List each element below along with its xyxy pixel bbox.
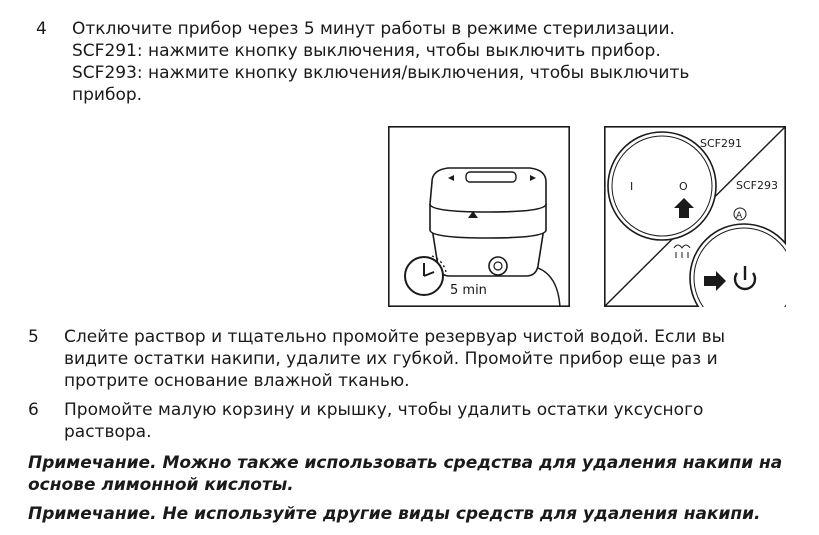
step-line: SCF291: нажмите кнопку выключения, чтобы… bbox=[72, 41, 661, 61]
step-number: 6 bbox=[28, 400, 39, 420]
power-icon bbox=[733, 266, 757, 291]
control-panel-illustration: I O SCF291 SCF293 A bbox=[604, 126, 786, 307]
arrow-up-icon bbox=[674, 198, 694, 218]
note-other-descalers: Примечание. Не используйте другие виды с… bbox=[28, 503, 760, 525]
step-text: Отключите прибор через 5 минут работы в … bbox=[72, 18, 689, 106]
timer-label: 5 min bbox=[450, 283, 487, 298]
dial-off-mark: I bbox=[630, 180, 633, 193]
step-line: видите остатки накипи, удалите их губкой… bbox=[64, 349, 718, 369]
step-line: Слейте раствор и тщательно промойте резе… bbox=[64, 327, 726, 347]
note-line: Примечание. Не используйте другие виды с… bbox=[28, 504, 761, 524]
step-line: SCF293: нажмите кнопку включения/выключе… bbox=[72, 63, 690, 83]
step-line: Промойте малую корзину и крышку, чтобы у… bbox=[64, 400, 704, 420]
step-text: Промойте малую корзину и крышку, чтобы у… bbox=[64, 399, 703, 443]
model-label-scf293: SCF293 bbox=[736, 179, 778, 192]
timer-icon bbox=[404, 255, 447, 296]
auto-mark: A bbox=[736, 211, 743, 221]
arrow-right-icon bbox=[704, 271, 726, 291]
step-line: протрите основание влажной тканью. bbox=[64, 371, 410, 391]
model-label-scf291: SCF291 bbox=[700, 137, 742, 150]
steam-icon bbox=[673, 244, 691, 258]
step-text: Слейте раствор и тщательно промойте резе… bbox=[64, 326, 725, 392]
step-line: Отключите прибор через 5 минут работы в … bbox=[72, 19, 675, 39]
step-line: раствора. bbox=[64, 422, 152, 442]
step-number: 4 bbox=[36, 19, 47, 39]
scf293-button bbox=[689, 223, 786, 307]
step-number: 5 bbox=[28, 327, 39, 347]
note-line: основе лимонной кислоты. bbox=[28, 475, 294, 495]
note-citric-acid: Примечание. Можно также использовать сре… bbox=[28, 452, 782, 496]
note-line: Примечание. Можно также использовать сре… bbox=[28, 453, 783, 473]
dial-on-mark: O bbox=[679, 180, 688, 193]
sterilizer-illustration: 5 min bbox=[388, 126, 570, 307]
step-line: прибор. bbox=[72, 85, 143, 105]
